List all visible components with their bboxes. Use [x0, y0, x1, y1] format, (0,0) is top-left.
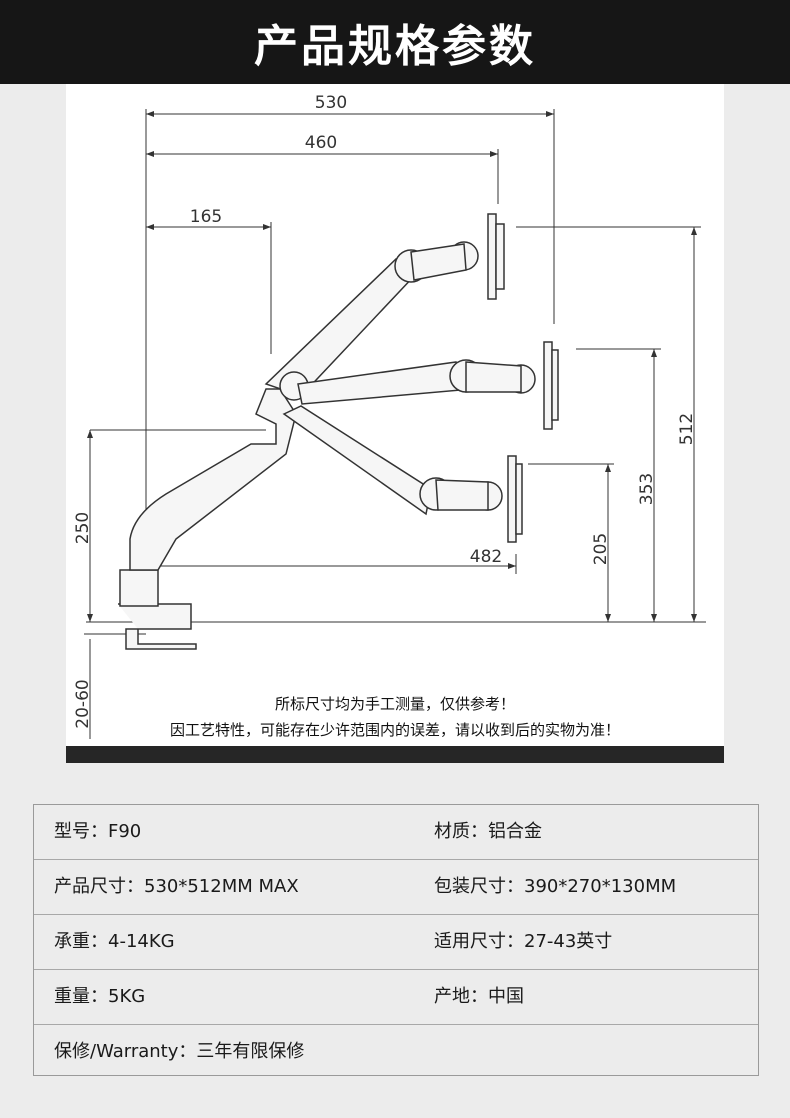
spec-row-size: 产品尺寸：530*512MM MAX 包装尺寸：390*270*130MM: [34, 860, 758, 915]
spec-product-size: 产品尺寸：530*512MM MAX: [54, 876, 299, 897]
spec-screen-size: 适用尺寸：27-43英寸: [434, 931, 613, 952]
spec-row-weight: 重量：5KG 产地：中国: [34, 970, 758, 1025]
dim-20-60-label: 20-60: [73, 679, 93, 728]
spec-row-load: 承重：4-14KG 适用尺寸：27-43英寸: [34, 915, 758, 970]
spec-warranty: 保修/Warranty：三年有限保修: [54, 1041, 305, 1062]
page-title: 产品规格参数: [254, 21, 536, 72]
dim-353-label: 353: [637, 473, 657, 505]
spec-package-size: 包装尺寸：390*270*130MM: [434, 876, 677, 897]
measurement-notes: 所标尺寸均为手工测量，仅供参考！ 因工艺特性，可能存在少许范围内的误差，请以收到…: [66, 691, 724, 743]
divider-bar: [66, 746, 724, 763]
arm-illustration: [118, 213, 559, 650]
note-line-2: 因工艺特性，可能存在少许范围内的误差，请以收到后的实物为准！: [169, 721, 620, 739]
spec-load: 承重：4-14KG: [54, 931, 175, 952]
technical-drawing: 530 460 165 482 512 353 205 250 20-60 所标…: [66, 84, 724, 756]
dim-460-label: 460: [305, 133, 337, 153]
spec-origin: 产地：中国: [434, 986, 524, 1007]
note-line-1: 所标尺寸均为手工测量，仅供参考！: [274, 695, 515, 713]
dim-530-label: 530: [315, 93, 347, 113]
dim-482-label: 482: [470, 547, 502, 567]
spec-row-warranty: 保修/Warranty：三年有限保修: [34, 1025, 758, 1079]
dim-205-label: 205: [591, 533, 611, 565]
spec-weight: 重量：5KG: [54, 986, 146, 1007]
dim-165-label: 165: [190, 207, 222, 227]
dimension-labels: 530 460 165 482 512 353 205 250 20-60: [73, 93, 697, 729]
dim-512-label: 512: [677, 413, 697, 445]
dim-250-label: 250: [73, 512, 93, 544]
monitor-arm-diagram: 530 460 165 482 512 353 205 250 20-60: [73, 93, 706, 739]
page-header: 产品规格参数: [0, 0, 790, 84]
spec-material: 材质：铝合金: [434, 821, 542, 842]
spec-table: 型号：F90 材质：铝合金 产品尺寸：530*512MM MAX 包装尺寸：39…: [33, 804, 759, 1076]
spec-model: 型号：F90: [54, 821, 142, 842]
spec-row-model: 型号：F90 材质：铝合金: [34, 805, 758, 860]
